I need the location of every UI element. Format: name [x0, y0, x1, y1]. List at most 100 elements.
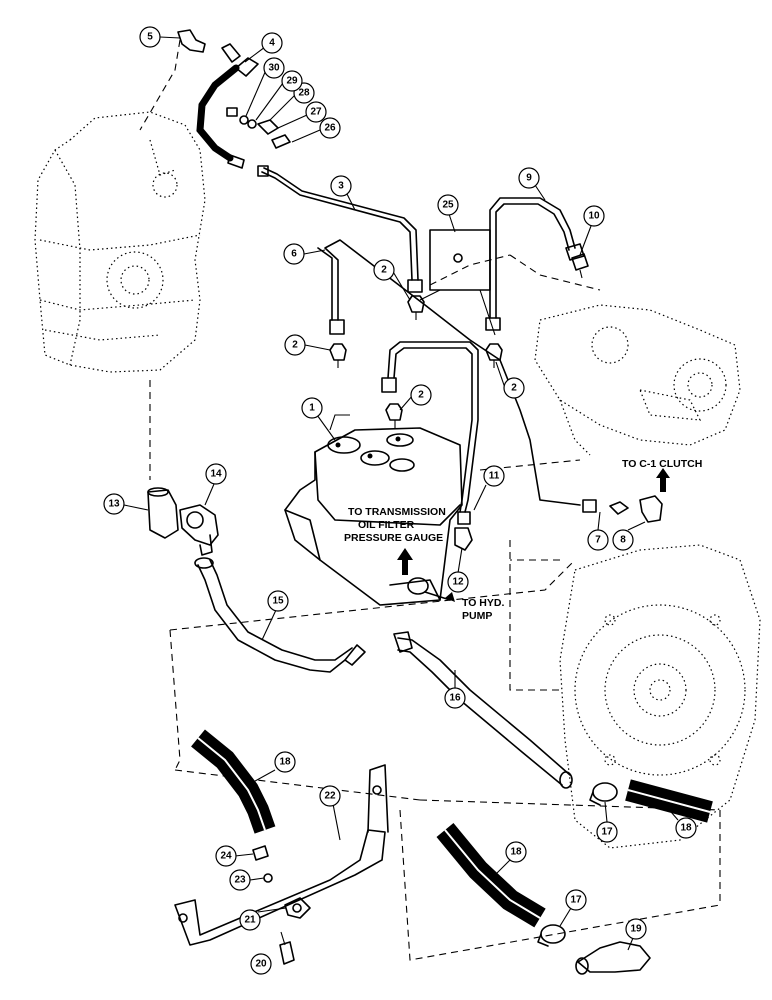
callout-2d: 2	[503, 377, 525, 399]
callout-27: 27	[305, 101, 327, 123]
svg-text:8: 8	[620, 535, 626, 546]
elbow-8	[639, 495, 663, 523]
flywheel-housing-phantom	[559, 544, 761, 849]
leader-lines	[123, 36, 679, 951]
callout-5: 5	[139, 26, 161, 48]
elbow-5	[177, 29, 206, 53]
svg-text:19: 19	[630, 924, 642, 935]
callout-15: 15	[267, 590, 289, 612]
svg-text:22: 22	[324, 791, 336, 802]
svg-text:17: 17	[570, 895, 582, 906]
label-to-hyd-2: PUMP	[462, 610, 492, 622]
elbow-13	[147, 487, 179, 539]
clamp-17a	[589, 782, 618, 806]
plate-25	[419, 229, 496, 336]
svg-text:14: 14	[210, 469, 222, 480]
svg-text:16: 16	[449, 693, 461, 704]
callout-18c: 18	[505, 841, 527, 863]
fitting-19	[575, 941, 651, 975]
svg-text:18: 18	[510, 847, 522, 858]
callout-2a: 2	[284, 334, 306, 356]
svg-text:1: 1	[309, 403, 315, 414]
callout-9: 9	[518, 167, 540, 189]
fitting-2d	[485, 343, 503, 368]
svg-text:13: 13	[108, 499, 120, 510]
callout-11: 11	[483, 465, 505, 487]
callout-6: 6	[283, 243, 305, 265]
label-to-c1-clutch: TO C-1 CLUTCH	[622, 458, 702, 470]
svg-text:11: 11	[489, 471, 500, 482]
callout-21: 21	[239, 909, 261, 931]
tube-11	[381, 341, 479, 525]
callout-8: 8	[612, 529, 634, 551]
callout-1: 1	[301, 397, 323, 419]
svg-text:2: 2	[511, 383, 517, 394]
callout-2b: 2	[373, 259, 395, 281]
svg-text:28: 28	[298, 88, 310, 99]
label-to-transmission-3: PRESSURE GAUGE	[344, 532, 443, 544]
tube-9	[485, 197, 585, 331]
nut-23	[263, 873, 273, 883]
svg-text:2: 2	[292, 340, 298, 351]
callout-13: 13	[103, 493, 125, 515]
svg-text:18: 18	[279, 757, 291, 768]
svg-text:30: 30	[268, 63, 280, 74]
flow-arrows	[397, 468, 670, 602]
hose-4	[196, 43, 259, 169]
nut-24	[252, 845, 269, 861]
tube-6	[317, 239, 581, 506]
tube-3	[257, 165, 423, 293]
label-to-hyd-1: TO HYD.	[462, 597, 504, 609]
callout-30: 30	[263, 57, 285, 79]
svg-text:25: 25	[442, 200, 454, 211]
callout-18b: 18	[675, 817, 697, 839]
callout-12: 12	[447, 571, 469, 593]
svg-text:9: 9	[526, 173, 532, 184]
svg-text:26: 26	[324, 123, 336, 134]
fitting-2a	[329, 343, 347, 368]
pump-phantom	[534, 304, 741, 456]
callout-2c: 2	[410, 384, 432, 406]
callout-26: 26	[319, 117, 341, 139]
svg-text:18: 18	[680, 823, 692, 834]
svg-text:7: 7	[595, 535, 601, 546]
svg-text:12: 12	[452, 577, 464, 588]
bracket-22	[174, 764, 389, 946]
svg-text:20: 20	[255, 959, 267, 970]
svg-text:29: 29	[286, 76, 298, 87]
callout-3: 3	[330, 175, 352, 197]
callout-17a: 17	[596, 821, 618, 843]
callout-18a: 18	[274, 751, 296, 773]
svg-text:21: 21	[244, 915, 256, 926]
callout-16: 16	[444, 687, 466, 709]
hose-18a	[191, 729, 276, 834]
callout-25: 25	[437, 194, 459, 216]
elbow-14	[179, 504, 219, 556]
pipe-15	[194, 557, 366, 673]
callout-20: 20	[250, 953, 272, 975]
pipe-16	[393, 631, 573, 789]
filter-housing	[284, 414, 463, 606]
svg-text:2: 2	[381, 265, 387, 276]
svg-text:3: 3	[338, 181, 344, 192]
fitting-12	[454, 527, 473, 551]
fitting-7	[582, 499, 629, 515]
callout-4: 4	[261, 32, 283, 54]
bolt-20	[279, 941, 295, 965]
svg-text:17: 17	[601, 827, 613, 838]
callout-24: 24	[215, 845, 237, 867]
svg-text:27: 27	[310, 107, 322, 118]
hose-18b	[625, 779, 713, 823]
callout-17b: 17	[565, 889, 587, 911]
callout-19: 19	[625, 918, 647, 940]
svg-text:10: 10	[588, 211, 600, 222]
hose-18c	[436, 822, 546, 928]
callout-7: 7	[587, 529, 609, 551]
callout-14: 14	[205, 463, 227, 485]
svg-text:4: 4	[269, 38, 275, 49]
callout-23: 23	[229, 869, 251, 891]
svg-text:23: 23	[234, 875, 246, 886]
svg-text:6: 6	[291, 249, 297, 260]
callout-22: 22	[319, 785, 341, 807]
